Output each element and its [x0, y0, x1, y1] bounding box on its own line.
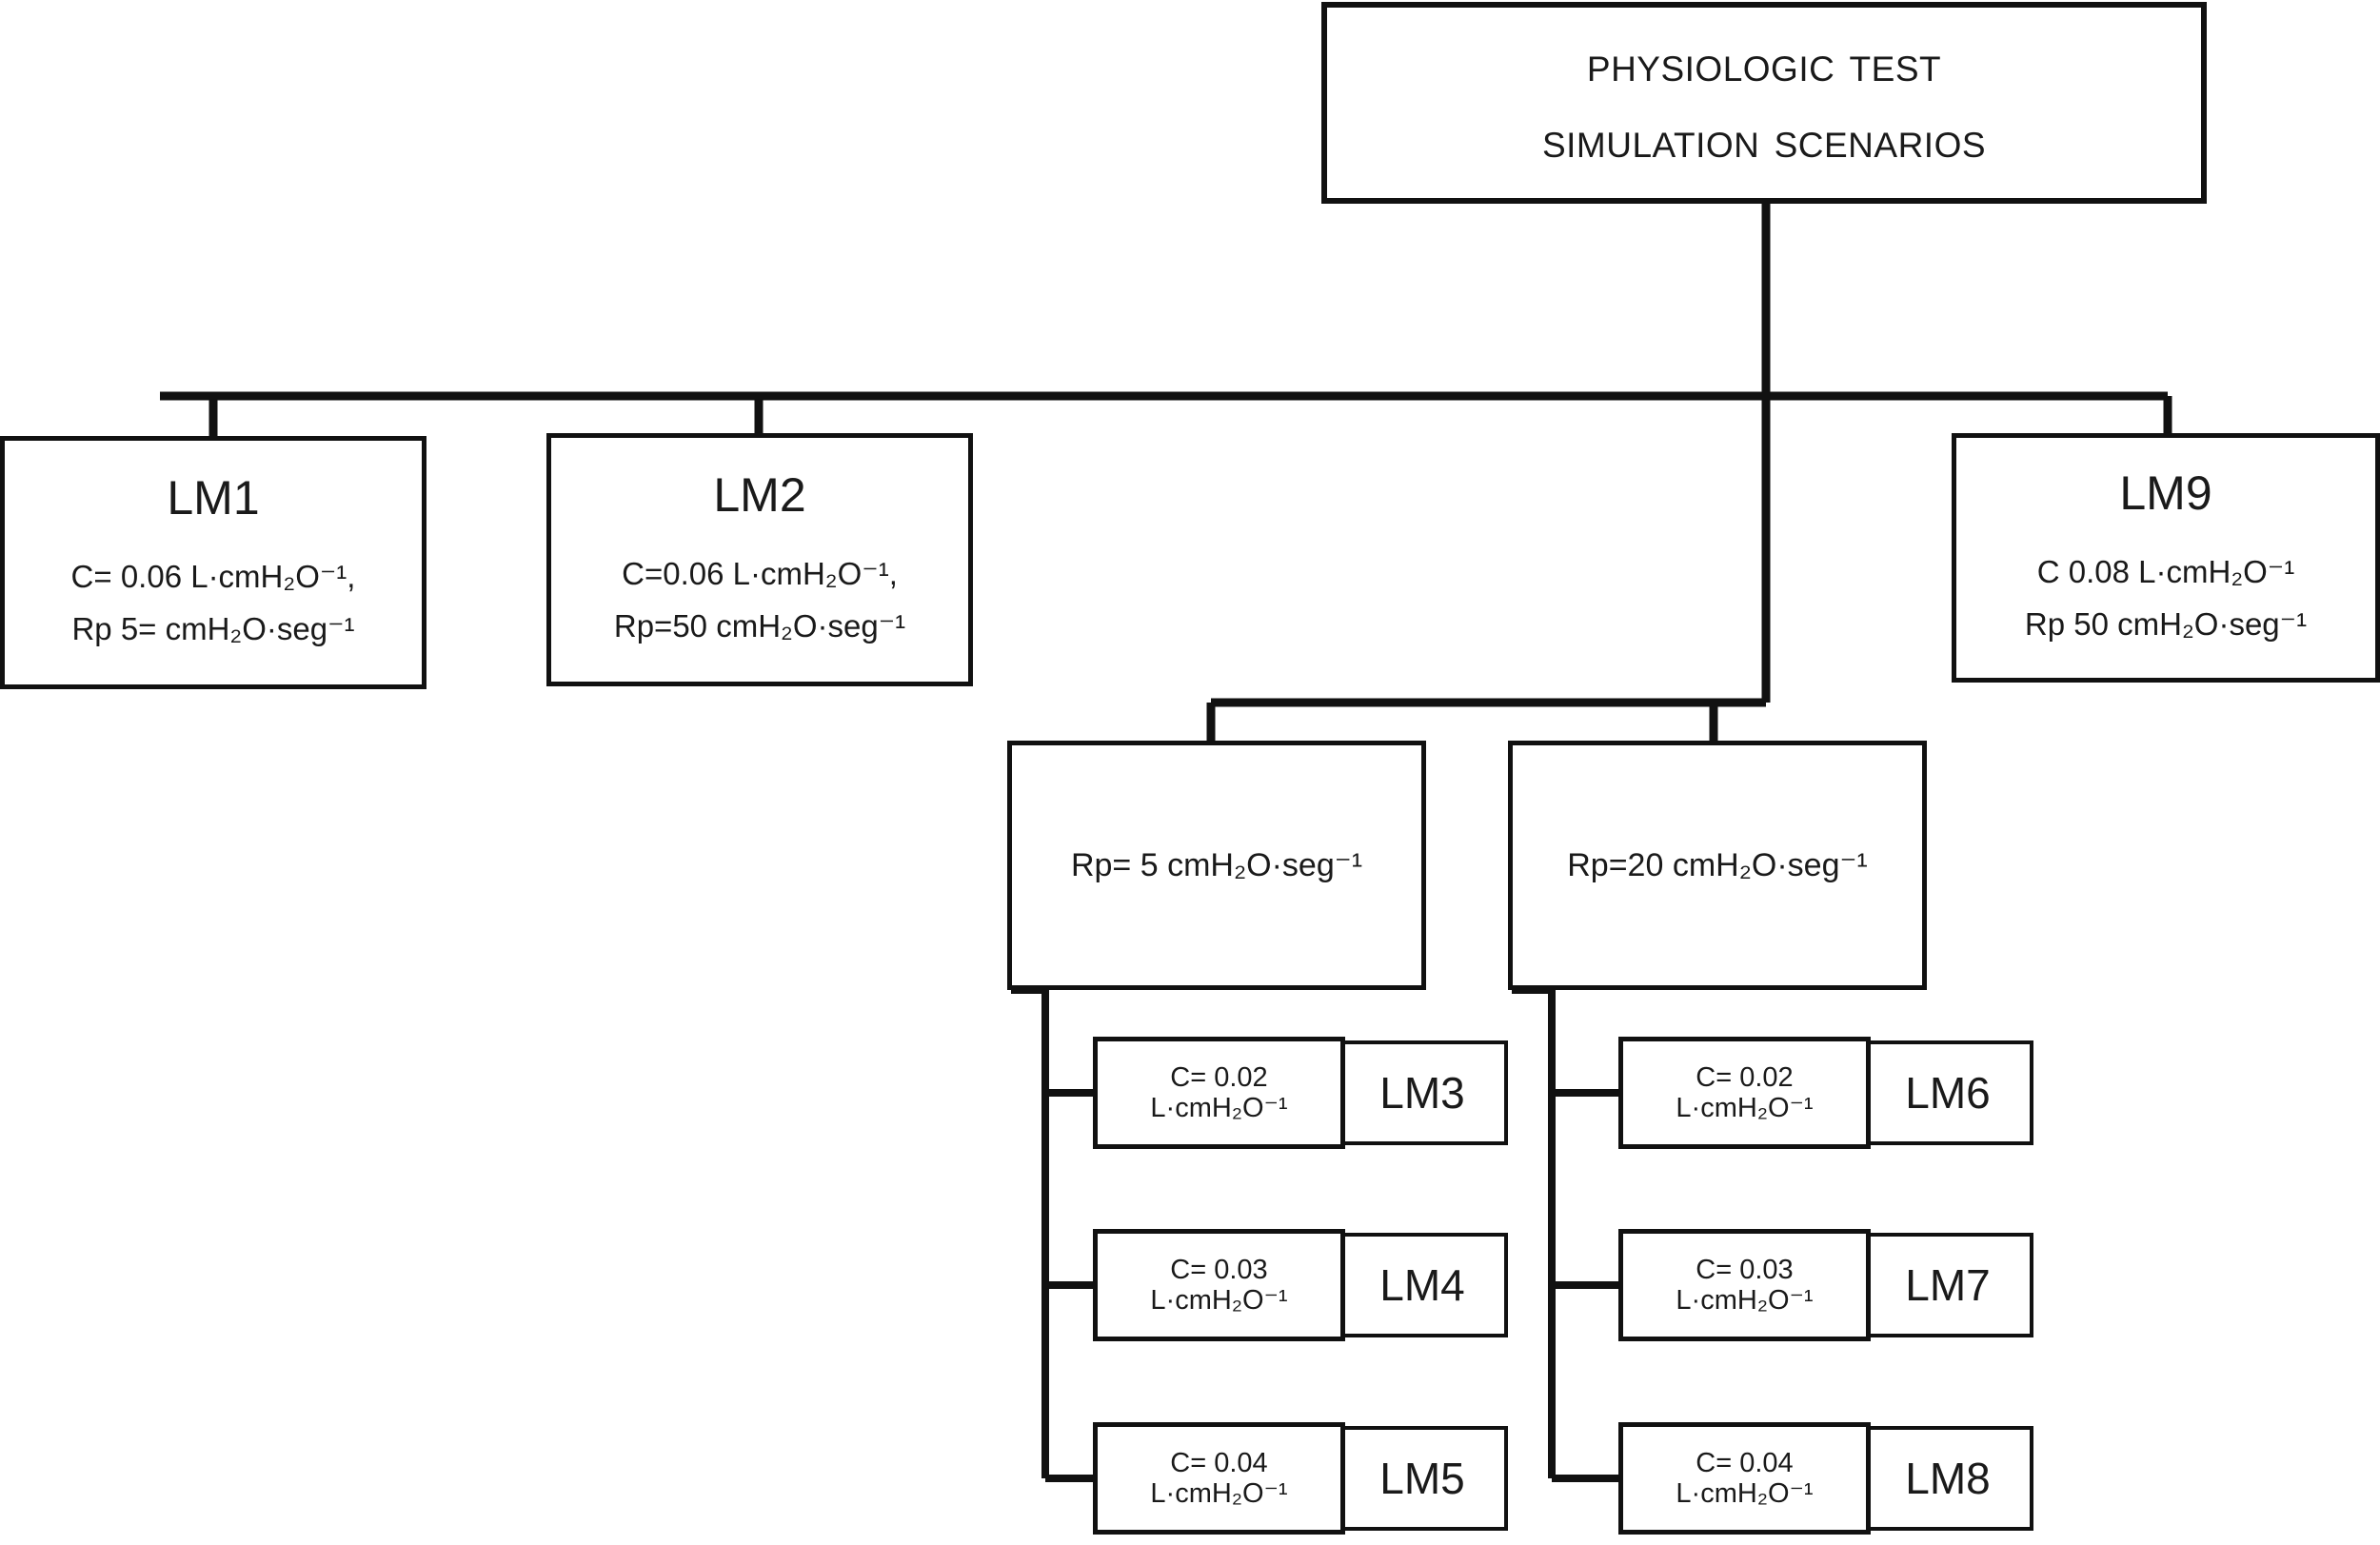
- node-lm5-label-box[interactable]: LM5: [1337, 1426, 1508, 1531]
- node-lm8-compliance-line2: L·cmH₂O⁻¹: [1676, 1478, 1814, 1509]
- node-lm4-spec-box[interactable]: C= 0.03 L·cmH₂O⁻¹: [1093, 1229, 1345, 1341]
- node-lm4-label: LM4: [1379, 1260, 1465, 1310]
- root-node-physiologic-test[interactable]: Physiologic Test Simulation Scenarios: [1321, 2, 2207, 204]
- node-lm3-spec-box[interactable]: C= 0.02 L·cmH₂O⁻¹: [1093, 1037, 1345, 1149]
- node-lm2-resistance: Rp=50 cmH₂O·seg⁻¹: [613, 608, 906, 644]
- node-resistance-rp5[interactable]: Rp= 5 cmH₂O·seg⁻¹: [1007, 741, 1426, 990]
- node-lm9[interactable]: LM9 C 0.08 L·cmH₂O⁻¹ Rp 50 cmH₂O·seg⁻¹: [1952, 433, 2380, 683]
- node-lm2-compliance: C=0.06 L·cmH₂O⁻¹,: [622, 556, 898, 591]
- node-lm5-compliance-line1: C= 0.04: [1170, 1447, 1268, 1478]
- node-lm6-label-box[interactable]: LM6: [1862, 1040, 2033, 1145]
- node-lm5-compliance-line2: L·cmH₂O⁻¹: [1150, 1478, 1288, 1509]
- node-lm8-label-box[interactable]: LM8: [1862, 1426, 2033, 1531]
- node-lm7-spec-box[interactable]: C= 0.03 L·cmH₂O⁻¹: [1618, 1229, 1871, 1341]
- node-lm6-compliance-line1: C= 0.02: [1696, 1061, 1794, 1093]
- node-lm2-label: LM2: [713, 468, 806, 522]
- node-lm4-label-box[interactable]: LM4: [1337, 1233, 1508, 1337]
- node-lm9-label: LM9: [2119, 466, 2212, 520]
- node-lm6-label: LM6: [1905, 1068, 1991, 1118]
- node-lm1-resistance: Rp 5= cmH₂O·seg⁻¹: [71, 611, 355, 646]
- node-lm4-compliance-line1: C= 0.03: [1170, 1254, 1268, 1285]
- node-rp5-text: Rp= 5 cmH₂O·seg⁻¹: [1070, 847, 1363, 883]
- node-lm6-compliance-line2: L·cmH₂O⁻¹: [1676, 1093, 1814, 1123]
- node-lm3-compliance-line2: L·cmH₂O⁻¹: [1150, 1093, 1288, 1123]
- node-lm8-label: LM8: [1905, 1454, 1991, 1503]
- root-title-line-2: Simulation Scenarios: [1541, 112, 1987, 168]
- node-lm1-label: LM1: [167, 471, 260, 525]
- node-lm6-spec-box[interactable]: C= 0.02 L·cmH₂O⁻¹: [1618, 1037, 1871, 1149]
- node-lm4-compliance-line2: L·cmH₂O⁻¹: [1150, 1285, 1288, 1316]
- root-title-line-1: Physiologic Test: [1586, 36, 1942, 93]
- node-lm8-compliance-line1: C= 0.04: [1696, 1447, 1794, 1478]
- node-lm5-spec-box[interactable]: C= 0.04 L·cmH₂O⁻¹: [1093, 1422, 1345, 1535]
- node-lm3-compliance-line1: C= 0.02: [1170, 1061, 1268, 1093]
- node-resistance-rp20[interactable]: Rp=20 cmH₂O·seg⁻¹: [1508, 741, 1927, 990]
- node-lm7-compliance-line1: C= 0.03: [1696, 1254, 1794, 1285]
- node-lm7-compliance-line2: L·cmH₂O⁻¹: [1676, 1285, 1814, 1316]
- node-lm8-spec-box[interactable]: C= 0.04 L·cmH₂O⁻¹: [1618, 1422, 1871, 1535]
- node-lm7-label: LM7: [1905, 1260, 1991, 1310]
- node-lm9-compliance: C 0.08 L·cmH₂O⁻¹: [2036, 554, 2295, 589]
- node-lm3-label-box[interactable]: LM3: [1337, 1040, 1508, 1145]
- node-lm1-compliance: C= 0.06 L·cmH₂O⁻¹,: [70, 559, 356, 594]
- node-lm5-label: LM5: [1379, 1454, 1465, 1503]
- node-rp20-text: Rp=20 cmH₂O·seg⁻¹: [1567, 847, 1868, 883]
- node-lm1[interactable]: LM1 C= 0.06 L·cmH₂O⁻¹, Rp 5= cmH₂O·seg⁻¹: [0, 436, 426, 689]
- node-lm2[interactable]: LM2 C=0.06 L·cmH₂O⁻¹, Rp=50 cmH₂O·seg⁻¹: [546, 433, 973, 686]
- node-lm9-resistance: Rp 50 cmH₂O·seg⁻¹: [2024, 606, 2308, 642]
- node-lm3-label: LM3: [1379, 1068, 1465, 1118]
- node-lm7-label-box[interactable]: LM7: [1862, 1233, 2033, 1337]
